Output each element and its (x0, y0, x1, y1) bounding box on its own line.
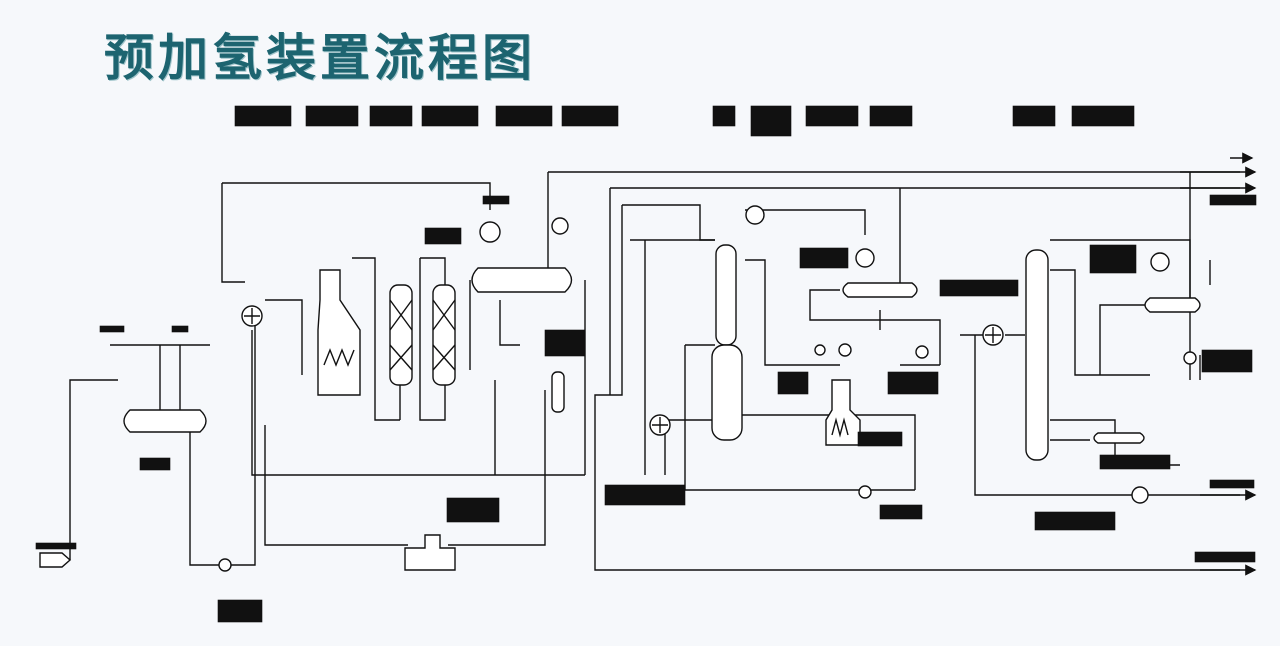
process-lines (40, 171, 1240, 571)
page-title: 预加氢装置流程图 (104, 28, 536, 87)
header-label-marks (234, 105, 1135, 137)
product-outlets (39, 152, 1257, 576)
tag-marks (35, 194, 1257, 623)
equipment (110, 205, 1201, 572)
